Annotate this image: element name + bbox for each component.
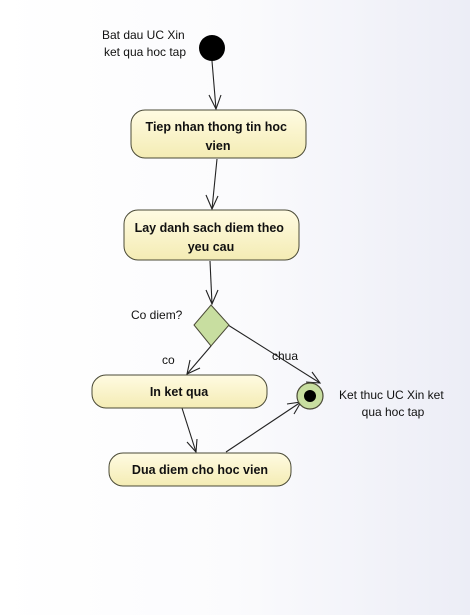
action-label: In ket qua: [150, 385, 209, 399]
action-label: yeu cau: [188, 240, 235, 254]
arrowhead-1: [208, 94, 222, 111]
edge-action1-to-action2: [211, 158, 218, 210]
end-label: Ket thuc UC Xin ket qua hoc tap: [339, 388, 447, 419]
svg-text:Tiep nhan thong tin hoc: Tiep nhan thong tin hoc vien: [146, 120, 291, 153]
edge-decision-to-print: [186, 345, 212, 375]
action-lay-danh-sach: Lay danh sach diem theo yeu cau: [123, 209, 300, 261]
action-label: vien: [205, 139, 230, 153]
edge-decision-to-final: [227, 324, 321, 384]
edge-give-to-final: [225, 401, 302, 453]
action-in-ket-qua: In ket qua: [91, 374, 268, 409]
decision-label: Co diem?: [131, 308, 183, 322]
arrowhead-3: [205, 289, 219, 306]
action-dua-diem: Dua diem cho hoc vien: [108, 452, 292, 487]
arrowhead-5: [305, 371, 322, 384]
svg-text:Lay danh sach diem theo: Lay danh sach diem theo yeu cau: [135, 221, 288, 254]
action-label: Tiep nhan thong tin hoc: [146, 120, 287, 134]
arrowhead-6: [186, 438, 198, 454]
action-label: Lay danh sach diem theo: [135, 221, 285, 235]
start-label: Bat dau UC Xin ket qua hoc tap: [102, 28, 188, 59]
action-label: Dua diem cho hoc vien: [132, 463, 268, 477]
guard-yes-label: co: [162, 353, 175, 367]
decision-node: [193, 304, 230, 347]
final-node: [296, 382, 324, 410]
guard-no-label: chua: [272, 349, 298, 363]
initial-node: [199, 35, 225, 61]
edge-action2-to-decision: [209, 260, 213, 305]
arrowhead-2: [205, 194, 219, 211]
action-tiep-nhan: Tiep nhan thong tin hoc vien: [130, 109, 307, 159]
edge-print-to-give: [181, 407, 197, 453]
edge-start-to-action1: [211, 60, 217, 110]
arrowhead-4: [186, 359, 201, 375]
